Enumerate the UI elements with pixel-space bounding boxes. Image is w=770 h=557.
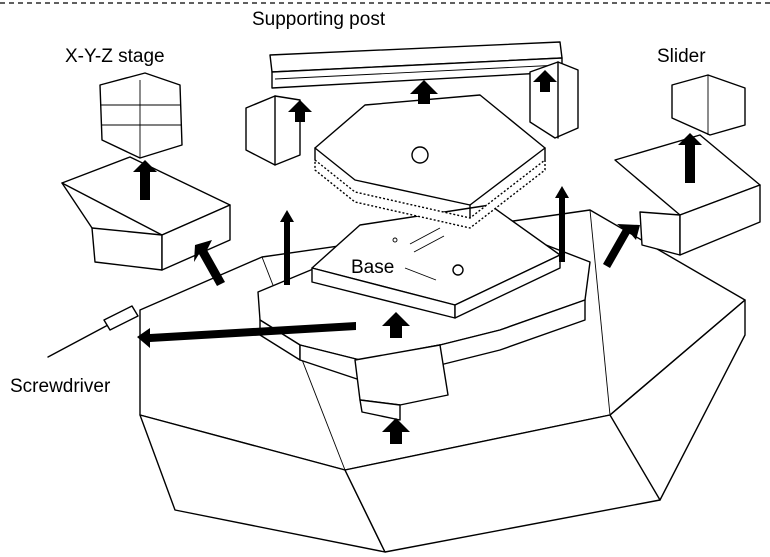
base-plate xyxy=(311,204,561,319)
up-arrow-icon xyxy=(382,418,410,444)
supporting-post xyxy=(269,41,563,89)
up-arrow-icon xyxy=(288,100,312,122)
screwdriver xyxy=(47,305,139,358)
up-arrow-icon xyxy=(678,133,702,183)
label-base: Base xyxy=(351,257,394,278)
diagonal-arrow-icon xyxy=(603,224,640,268)
label-xyz-stage: X-Y-Z stage xyxy=(65,46,165,67)
label-screwdriver: Screwdriver xyxy=(10,376,111,397)
up-arrow-icon xyxy=(555,186,569,262)
up-arrow-icon xyxy=(533,70,557,92)
arrows xyxy=(133,70,702,444)
left-arrow-icon xyxy=(137,322,356,348)
left-foam-block xyxy=(245,95,301,166)
right-foam-block xyxy=(529,61,579,139)
up-arrow-icon xyxy=(410,80,438,104)
label-slider: Slider xyxy=(657,46,706,67)
up-arrow-icon xyxy=(382,312,410,338)
diagonal-arrow-icon xyxy=(194,240,225,286)
up-arrow-icon xyxy=(133,160,157,200)
top-plate xyxy=(314,94,546,229)
up-arrow-icon xyxy=(280,210,294,285)
label-supporting-post: Supporting post xyxy=(252,9,386,30)
